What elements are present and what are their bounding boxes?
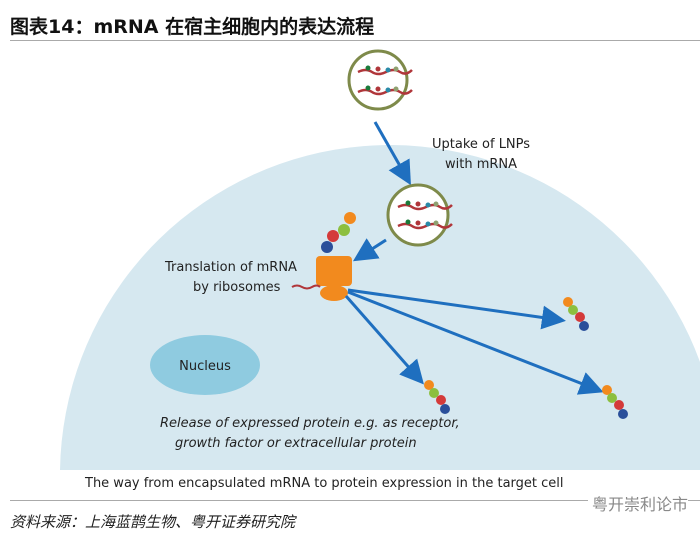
ribosome <box>316 256 352 301</box>
translation-label-1: Translation of mRNA <box>164 260 297 275</box>
diagram-caption: The way from encapsulated mRNA to protei… <box>84 476 564 491</box>
nucleus <box>150 335 260 395</box>
release-label-1: Release of expressed protein e.g. as rec… <box>160 416 460 431</box>
uptake-label-2: with mRNA <box>445 157 517 172</box>
figure-title: 图表14：mRNA 在宿主细胞内的表达流程 <box>10 16 375 38</box>
uptake-arrow <box>373 121 411 186</box>
protein-arrow-3 <box>344 295 424 385</box>
protein-chain-new <box>321 212 356 253</box>
translation-label-2: by ribosomes <box>193 280 281 295</box>
footer-divider <box>10 500 700 501</box>
release-mrna-arrow <box>352 238 387 262</box>
mrna-strand <box>291 284 321 290</box>
nucleus-label: Nucleus <box>179 359 231 374</box>
header-divider <box>10 40 700 41</box>
protein-arrow-1 <box>347 288 566 330</box>
lnp-outside <box>347 49 414 111</box>
watermark: 粤开崇利论市 <box>587 491 688 515</box>
source-note: 资料来源：上海蓝鹊生物、粤开证券研究院 <box>10 513 296 531</box>
release-label-2: growth factor or extracellular protein <box>175 436 417 451</box>
uptake-label-1: Uptake of LNPs <box>432 137 530 152</box>
lnp-inside <box>386 183 454 247</box>
protein-arrow-2 <box>347 290 604 395</box>
